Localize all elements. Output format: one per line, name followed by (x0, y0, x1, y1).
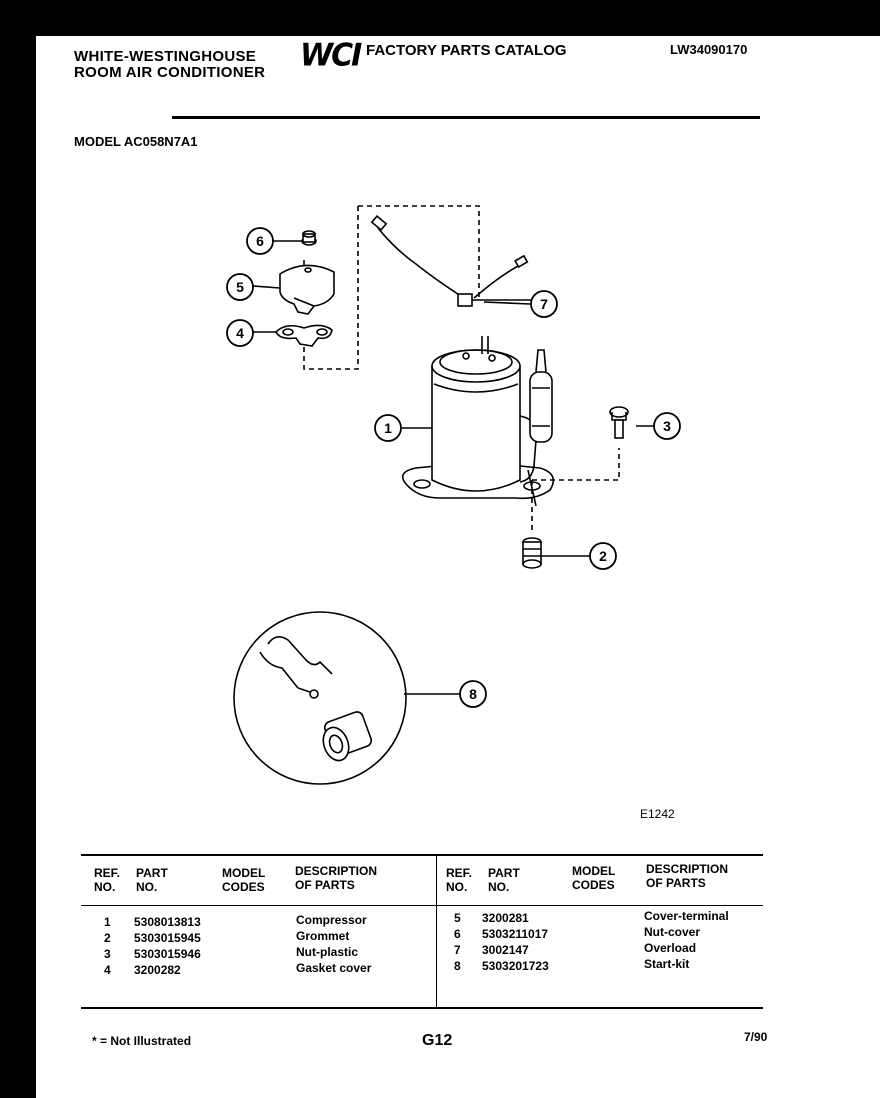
row-ref: 7 (454, 943, 461, 957)
row-part-no: 5303201723 (482, 959, 549, 973)
overload-part (370, 214, 542, 307)
row-description: Cover-terminal (644, 909, 729, 923)
row-ref: 2 (104, 931, 111, 945)
row-description: Compressor (296, 913, 367, 927)
header-ref-no: REF. NO. (446, 866, 473, 894)
callout-4: 4 (226, 319, 254, 347)
callout-1: 1 (374, 414, 402, 442)
header-model-codes: MODEL CODES (572, 864, 616, 892)
catalog-code: LW34090170 (670, 42, 748, 57)
row-part-no: 5303015945 (134, 931, 201, 945)
header-ref-no: REF. NO. (94, 866, 121, 894)
svg-text:5: 5 (236, 279, 244, 295)
svg-text:1: 1 (384, 420, 392, 436)
catalog-page: WHITE-WESTINGHOUSE ROOM AIR CONDITIONER … (36, 36, 880, 1098)
row-part-no: 3200282 (134, 963, 181, 977)
row-description: Overload (644, 941, 697, 955)
wci-logo: WCI (300, 37, 362, 74)
row-description: Grommet (296, 929, 350, 943)
figure-id: E1242 (640, 807, 675, 821)
row-ref: 6 (454, 927, 461, 941)
row-part-no: 5308013813 (134, 915, 201, 929)
svg-text:4: 4 (236, 325, 244, 341)
row-description: Nut-plastic (296, 945, 359, 959)
row-ref: 5 (454, 911, 461, 925)
header-description: DESCRIPTION OF PARTS (295, 864, 378, 892)
row-part-no: 3200281 (482, 911, 529, 925)
revision-date: 7/90 (744, 1030, 768, 1044)
compressor-part (401, 336, 555, 507)
nut-cover-part (301, 230, 317, 246)
start-kit-part (233, 611, 407, 785)
svg-text:2: 2 (599, 548, 607, 564)
product-type: ROOM AIR CONDITIONER (74, 64, 266, 81)
catalog-title: FACTORY PARTS CATALOG (366, 42, 567, 59)
table-column-divider (436, 856, 437, 1007)
row-part-no: 3002147 (482, 943, 529, 957)
callout-7: 7 (530, 290, 558, 318)
exploded-parts-diagram: 6 5 4 7 1 3 2 (226, 205, 681, 785)
row-ref: 1 (104, 915, 111, 929)
callout-8: 8 (459, 680, 487, 708)
table-header-rule (81, 905, 763, 906)
page-number: G12 (422, 1032, 453, 1049)
table-bottom-rule (81, 1007, 763, 1009)
row-description: Nut-cover (644, 925, 701, 939)
svg-text:3: 3 (663, 418, 671, 434)
not-illustrated-note: * = Not Illustrated (92, 1034, 192, 1048)
grommet-part (522, 537, 542, 569)
row-description: Start-kit (644, 957, 690, 971)
svg-text:6: 6 (256, 233, 264, 249)
table-top-rule (81, 854, 763, 856)
callout-2: 2 (589, 542, 617, 570)
row-ref: 3 (104, 947, 111, 961)
callout-6: 6 (246, 227, 274, 255)
svg-text:7: 7 (540, 296, 548, 312)
row-ref: 4 (104, 963, 111, 977)
nut-plastic-part (609, 406, 629, 439)
cover-terminal-part (279, 264, 335, 315)
row-part-no: 5303211017 (482, 927, 549, 941)
row-description: Gasket cover (296, 961, 372, 975)
header-model-codes: MODEL CODES (222, 866, 266, 894)
header-description: DESCRIPTION OF PARTS (646, 862, 729, 890)
row-part-no: 5303015946 (134, 947, 201, 961)
callout-3: 3 (653, 412, 681, 440)
brand-name: WHITE-WESTINGHOUSE (74, 48, 257, 65)
header-part-no: PART NO. (136, 866, 168, 894)
model-number: MODEL AC058N7A1 (74, 134, 198, 149)
callout-5: 5 (226, 273, 254, 301)
header-part-no: PART NO. (488, 866, 520, 894)
header-rule (172, 116, 760, 119)
svg-text:8: 8 (469, 686, 477, 702)
gasket-part (275, 324, 333, 347)
row-ref: 8 (454, 959, 461, 973)
